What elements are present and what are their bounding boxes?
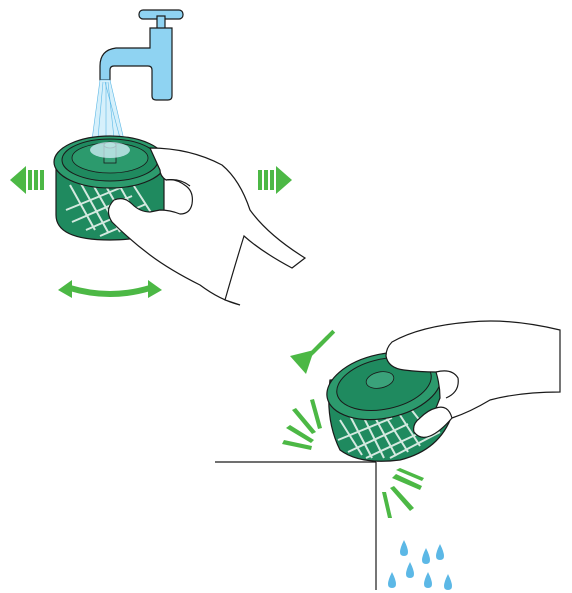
water-drops-icon [388,540,452,590]
arrow-rotate-icon [58,280,162,298]
impact-lines-icon [282,399,424,518]
arrow-left-icon [10,166,44,194]
water-stream-icon [91,79,125,141]
arrow-tap-down-icon [290,329,336,374]
hand-holding-filter [107,147,307,306]
hand-tapping-filter [385,320,561,438]
table-edge-lines [215,461,377,590]
arrow-right-icon [258,166,292,194]
tap-icon [99,9,184,101]
